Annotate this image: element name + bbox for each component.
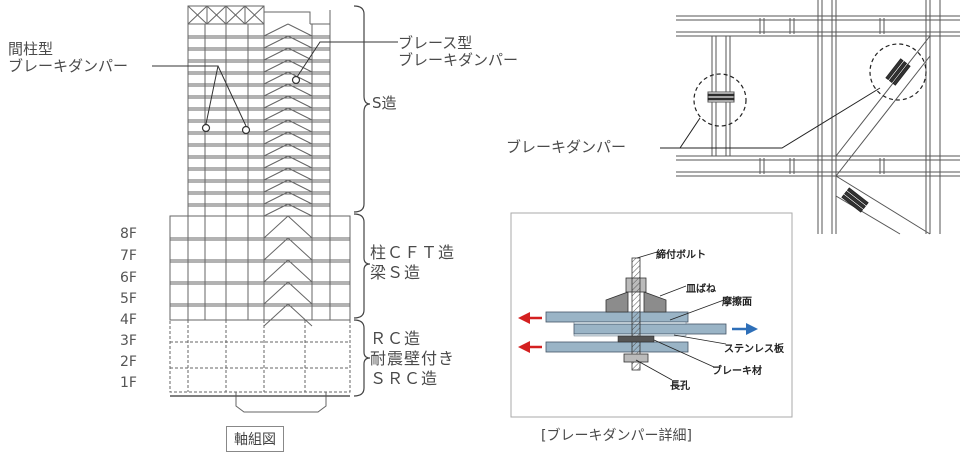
floor-label-8f: 8F [120,226,137,242]
friction-surface-label: 摩擦面 [722,297,752,308]
cft-label-line2: 梁Ｓ造 [370,263,422,282]
floor-label-3f: 3F [120,333,137,349]
cft-label-line1: 柱ＣＦＴ造 [370,243,456,262]
damper-markers [201,75,301,135]
stainless-plate-label: ステンレス板 [724,344,784,355]
lower-floor-lines [170,341,350,369]
brake-material-label: ブレーキ材 [712,366,762,377]
column-damper-label-line1: 間柱型 [8,40,54,58]
floor-label-2f: 2F [120,354,137,370]
building-elevation [169,5,351,413]
brace-damper-label-line1: ブレース型 [398,34,473,52]
floor-label-6f: 6F [120,270,137,286]
floor-label-4f: 4F [120,312,137,328]
rc-label-line2: 耐震壁付き [370,349,456,368]
elevation-caption: 軸組図 [226,426,284,452]
rc-label-line3: ＳＲＣ造 [370,369,439,388]
tower-outline [187,10,331,216]
rooftop-truss [187,5,265,25]
lower-section-outline [169,319,351,393]
left-leader-lines [152,41,398,127]
floor-label-7f: 7F [120,248,137,264]
damper-cross-section [545,257,727,371]
floor-label-1f: 1F [120,375,137,391]
slot-hole-label: 長孔 [670,381,690,392]
upper-floor-lines [188,35,330,207]
detail-caption: [ブレーキダンパー詳細] [541,428,692,444]
brace-pattern [263,23,313,327]
disc-spring-label: 皿ばね [686,284,716,295]
foundation [235,392,327,413]
mid-floor-lines [170,237,350,307]
damper-details [707,58,911,213]
floor-label-5f: 5F [120,291,137,307]
brake-damper-label: ブレーキダンパー [506,138,627,156]
force-arrows [518,312,758,353]
highlight-circles [693,43,927,127]
structure-braces [353,5,371,397]
brace-damper-label-line2: ブレーキダンパー [398,51,519,69]
column-damper-label-line2: ブレーキダンパー [8,57,129,75]
connection-detail [676,0,960,235]
detail-leader-lines [635,251,727,381]
s-structure-label: S造 [372,94,397,112]
right-leader-lines [660,87,881,149]
rc-label-line1: ＲＣ造 [370,329,422,348]
bolt-label: 締付ボルト [656,250,706,261]
